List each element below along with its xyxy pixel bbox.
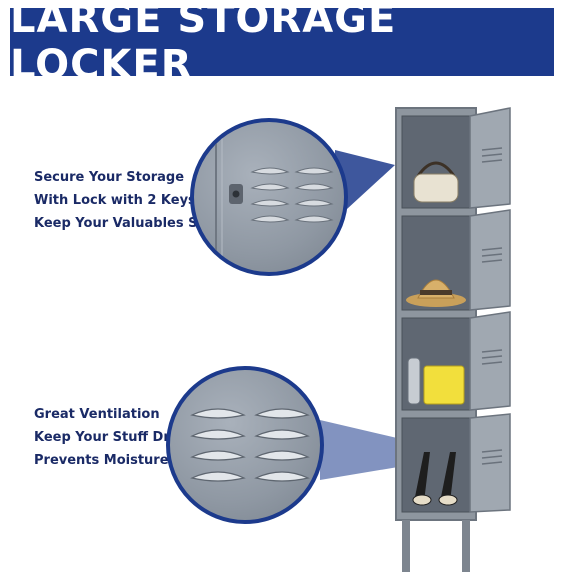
vent-slots: [190, 408, 310, 482]
handbag-icon: [413, 161, 459, 203]
lock-callout-line-3: Keep Your Valuables Safe: [34, 216, 221, 231]
storage-box-icon: [423, 365, 465, 405]
vent-callout-line-3: Prevents Moisture: [34, 453, 169, 468]
lock-callout: Secure Your Storage With Lock with 2 Key…: [34, 166, 221, 235]
shoes-icon: [412, 452, 458, 506]
vent-closeup: [166, 366, 324, 524]
banner-title: LARGE STORAGE LOCKER: [10, 0, 397, 88]
bottle-icon: [407, 357, 421, 405]
lock-callout-line-1: Secure Your Storage: [34, 170, 185, 185]
hat-icon: [406, 279, 466, 307]
lock-closeup: [190, 118, 348, 276]
locker-product: [395, 107, 511, 572]
vent-callout-line-2: Keep Your Stuff Dry: [34, 430, 179, 445]
lock-callout-line-2: With Lock with 2 Keys: [34, 193, 196, 208]
lock-pointer: [335, 150, 395, 220]
vent-callout-line-1: Great Ventilation: [34, 407, 160, 422]
vent-callout: Great Ventilation Keep Your Stuff Dry Pr…: [34, 403, 178, 472]
title-banner: LARGE STORAGE LOCKER: [10, 0, 554, 88]
